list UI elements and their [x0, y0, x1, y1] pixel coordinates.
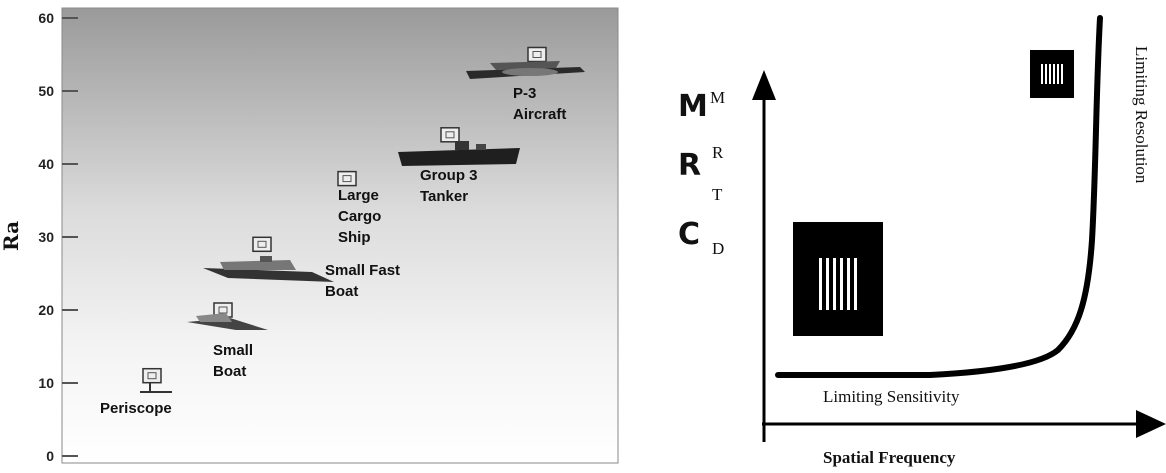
y-tick-label: 60: [38, 10, 54, 26]
ylabel-large-letter: C: [678, 217, 700, 252]
ylabel-large-letter: R: [678, 148, 701, 183]
point-marker: [441, 128, 459, 142]
ylabel-small-letter: T: [712, 185, 723, 204]
x-axis-label: Spatial Frequency: [823, 448, 956, 467]
ylabel-small-letter: M: [710, 88, 725, 107]
ylabel-small-letter: D: [712, 239, 724, 258]
mrtd-curve-chart: M R C M R T D Limiting Sensitivity Limit…: [660, 0, 1166, 473]
point-label: Group 3: [420, 167, 478, 184]
point-label: Cargo: [338, 208, 381, 225]
y-axis-arrow-icon: [752, 70, 776, 100]
point-label: Aircraft: [513, 106, 566, 123]
y-tick-label: 40: [38, 156, 54, 172]
point-label: Ship: [338, 229, 371, 246]
y-axis-label: M R C M R T D: [678, 88, 725, 258]
point-label: Large: [338, 187, 379, 204]
point-label: Small: [213, 342, 253, 359]
point-label: Periscope: [100, 400, 172, 417]
point-marker: [338, 172, 356, 186]
point-label: P-3: [513, 85, 536, 102]
point-label: Boat: [325, 283, 358, 300]
y-tick-label: 30: [38, 229, 54, 245]
point-label: Boat: [213, 363, 246, 380]
point-label: Small Fast: [325, 262, 400, 279]
ylabel-small-letter: R: [712, 143, 724, 162]
fine-bar-target-icon: [1030, 50, 1074, 98]
point-marker: [143, 369, 161, 383]
x-axis-arrow-icon: [1136, 410, 1166, 438]
y-tick-label: 0: [46, 448, 54, 464]
point-marker: [528, 48, 546, 62]
limiting-resolution-label: Limiting Resolution: [1132, 46, 1151, 184]
limiting-sensitivity-label: Limiting Sensitivity: [823, 387, 960, 406]
point-label: Tanker: [420, 188, 468, 205]
coarse-bar-target-icon: [793, 222, 883, 336]
ylabel-large-letter: M: [678, 89, 708, 124]
y-tick-label: 10: [38, 375, 54, 391]
y-tick-label: 50: [38, 83, 54, 99]
point-marker: [253, 237, 271, 251]
y-tick-label: 20: [38, 302, 54, 318]
y-axis-label: Ra: [0, 221, 23, 251]
